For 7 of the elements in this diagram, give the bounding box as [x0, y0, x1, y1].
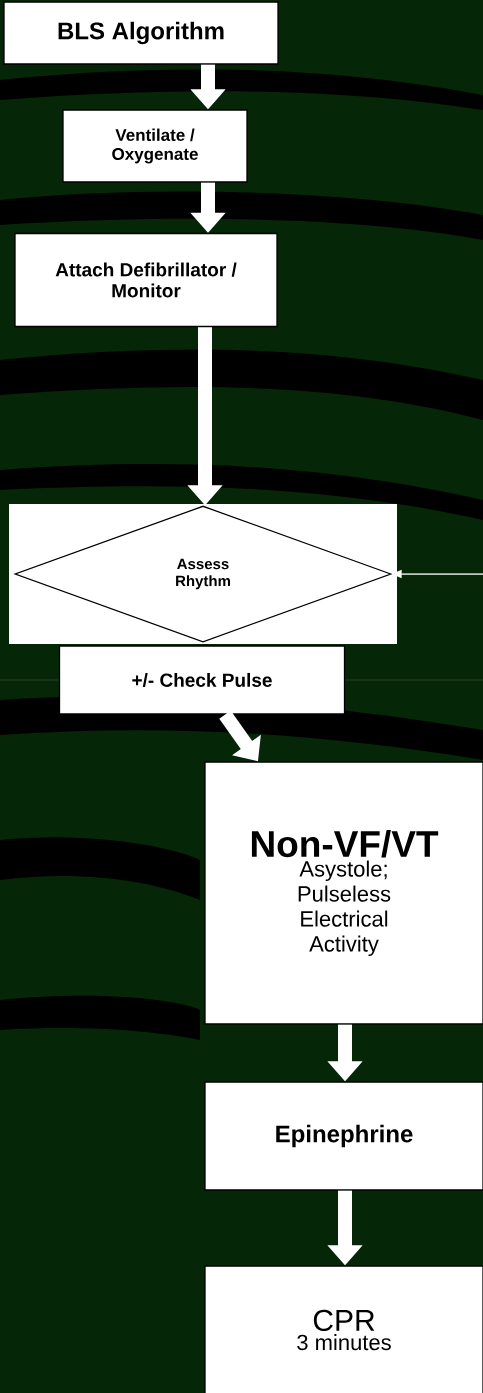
- process-box: Ventilate / Oxygenate: [62, 109, 248, 183]
- process-box: Epinephrine: [204, 1081, 483, 1191]
- process-box: Non-VF/VT Asystole; Pulseless Electrical Activity: [204, 761, 483, 1025]
- process-box: CPR 3 minutes: [204, 1265, 483, 1393]
- process-box: Attach Defibrillator / Monitor: [14, 232, 278, 328]
- process-box: BLS Algorithm: [3, 1, 279, 65]
- process-box: +/- Check Pulse: [58, 645, 346, 715]
